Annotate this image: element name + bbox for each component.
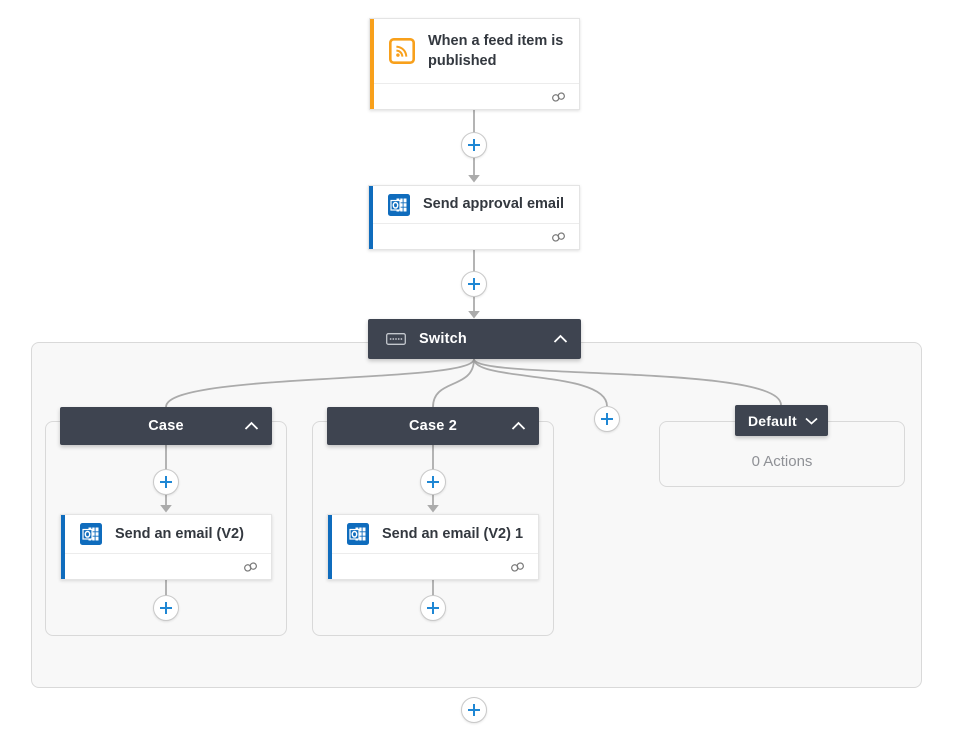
action-card-send-approval-email[interactable]: Send approval email [368, 185, 580, 250]
plus-icon [467, 138, 481, 152]
plus-icon [159, 601, 173, 615]
action-accent-bar [328, 515, 332, 579]
case-2-header[interactable]: Case 2 [327, 407, 539, 445]
chevron-up-icon[interactable] [511, 421, 526, 431]
switch-label: Switch [419, 331, 467, 347]
link-icon [550, 91, 567, 103]
rss-icon [389, 38, 415, 64]
plus-icon [467, 703, 481, 717]
default-label: Default [748, 412, 797, 429]
action-accent-bar [61, 515, 65, 579]
keyboard-icon [386, 333, 406, 345]
chevron-up-icon[interactable] [553, 334, 568, 344]
outlook-icon [347, 523, 369, 545]
link-icon [509, 561, 526, 573]
trigger-accent-bar [370, 19, 374, 109]
action-title: Send an email (V2) 1 [382, 525, 524, 542]
insert-action-case-1-bottom-button[interactable] [153, 595, 179, 621]
insert-action-case-2-top-button[interactable] [420, 469, 446, 495]
action-title: Send an email (V2) [115, 525, 244, 542]
link-icon [242, 561, 259, 573]
switch-header[interactable]: Switch [368, 319, 581, 359]
plus-icon [159, 475, 173, 489]
default-branch-header[interactable]: Default [735, 405, 828, 436]
plus-icon [467, 277, 481, 291]
plus-icon [426, 475, 440, 489]
action-title: Send approval email [423, 196, 565, 213]
action-accent-bar [369, 186, 373, 249]
outlook-icon [388, 193, 410, 216]
trigger-title: When a feed item is published [428, 32, 564, 69]
case-1-label: Case [148, 418, 184, 434]
insert-step-after-approval-button[interactable] [461, 271, 487, 297]
insert-action-case-2-bottom-button[interactable] [420, 595, 446, 621]
chevron-down-icon[interactable] [805, 417, 818, 425]
action-card-send-email-v2[interactable]: Send an email (V2) [60, 514, 272, 580]
plus-icon [600, 412, 614, 426]
chevron-up-icon[interactable] [244, 421, 259, 431]
case-2-label: Case 2 [409, 418, 457, 434]
link-icon [550, 231, 567, 243]
case-1-header[interactable]: Case [60, 407, 272, 445]
outlook-icon [80, 523, 102, 545]
add-case-button[interactable] [594, 406, 620, 432]
insert-step-after-switch-button[interactable] [461, 697, 487, 723]
default-empty-actions-text: 0 Actions [751, 453, 813, 470]
insert-action-case-1-top-button[interactable] [153, 469, 179, 495]
action-card-send-email-v2-1[interactable]: Send an email (V2) 1 [327, 514, 539, 580]
trigger-card-feed-item-published[interactable]: When a feed item is published [369, 18, 580, 110]
insert-step-after-trigger-button[interactable] [461, 132, 487, 158]
plus-icon [426, 601, 440, 615]
